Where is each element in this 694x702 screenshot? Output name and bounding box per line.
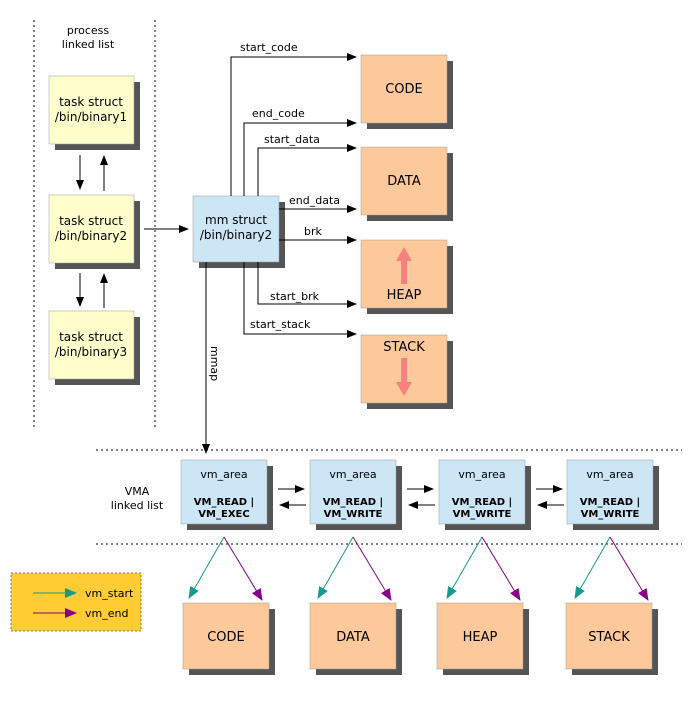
mm-struct-line2: /bin/binary2 — [200, 228, 272, 242]
mm-field-connectors: start_code end_code start_data end_data … — [202, 41, 357, 454]
task-struct-binary1-line1: task struct — [59, 95, 123, 109]
arrow-start-code — [230, 53, 357, 196]
segment-data-label: DATA — [387, 174, 421, 189]
task-struct-binary1-line2: /bin/binary1 — [55, 110, 127, 124]
task-struct-binary2-line2: /bin/binary2 — [55, 229, 127, 243]
vm-area-3[interactable]: vm_area VM_READ | VM_WRITE — [438, 459, 531, 530]
vm-area-4-flag2: VM_WRITE — [581, 509, 640, 520]
vm-area-3-flag1: VM_READ | — [452, 497, 512, 508]
segment-stack-label: STACK — [383, 340, 425, 355]
label-end-code: end_code — [252, 107, 305, 120]
vm-area-2-flag1: VM_READ | — [323, 497, 383, 508]
legend-vm-start-label: vm_start — [85, 587, 134, 600]
vm-start-arrow-4 — [574, 536, 611, 599]
label-start-data: start_data — [264, 133, 320, 146]
segment-heap[interactable]: HEAP — [360, 239, 453, 314]
label-mmap: mmap — [208, 346, 221, 381]
segment-data[interactable]: DATA — [360, 146, 453, 221]
vm-area-4-label: vm_area — [586, 468, 633, 481]
arrow-start-data — [257, 144, 357, 196]
task-struct-binary3[interactable]: task struct /bin/binary3 — [48, 310, 140, 385]
vma-list-title-line1: VMA — [125, 485, 150, 498]
vm-area-1-flag2: VM_EXEC — [198, 509, 249, 520]
vm-start-arrow-3 — [446, 536, 483, 599]
vm-area-2-label: vm_area — [329, 468, 376, 481]
process-list-title-line2: linked list — [62, 38, 115, 51]
vm-range-arrows — [188, 536, 649, 601]
task-struct-binary1[interactable]: task struct /bin/binary1 — [48, 75, 140, 150]
arrow-end-code — [243, 119, 357, 196]
bottom-segment-stack[interactable]: STACK — [565, 602, 658, 675]
vm-end-arrow-4 — [609, 536, 649, 601]
label-brk: brk — [304, 225, 323, 238]
vm-end-arrow-3 — [481, 536, 521, 601]
segment-stack[interactable]: STACK — [360, 334, 453, 409]
mm-struct-box[interactable]: mm struct /bin/binary2 — [192, 195, 285, 268]
vm-area-1-label: vm_area — [200, 468, 247, 481]
bottom-segment-heap-label: HEAP — [463, 630, 498, 645]
vm-area-3-flag2: VM_WRITE — [453, 509, 512, 520]
vm-area-1-flag1: VM_READ | — [194, 497, 254, 508]
vm-area-4-flag1: VM_READ | — [580, 497, 640, 508]
vm-area-1[interactable]: vm_area VM_READ | VM_EXEC — [180, 459, 273, 530]
vm-end-arrow-2 — [352, 536, 392, 601]
label-end-data: end_data — [289, 194, 340, 207]
vm-start-arrow-2 — [317, 536, 354, 599]
task-struct-binary2[interactable]: task struct /bin/binary2 — [48, 194, 140, 269]
label-start-code: start_code — [240, 41, 298, 54]
bottom-segment-stack-label: STACK — [588, 630, 630, 645]
bottom-segment-data-label: DATA — [336, 630, 370, 645]
heap-grow-up-arrow-icon — [396, 247, 412, 284]
segment-heap-label: HEAP — [387, 288, 422, 303]
vm-end-arrow-1 — [223, 536, 263, 601]
legend-vm-end-label: vm_end — [85, 607, 128, 620]
process-list-title-line1: process — [67, 24, 110, 37]
bottom-segment-heap[interactable]: HEAP — [436, 602, 529, 675]
segment-code[interactable]: CODE — [360, 54, 453, 129]
label-start-stack: start_stack — [250, 318, 311, 331]
vm-area-2[interactable]: vm_area VM_READ | VM_WRITE — [309, 459, 402, 530]
segment-code-label: CODE — [385, 82, 423, 97]
task-struct-binary3-line1: task struct — [59, 330, 123, 344]
mm-struct-line1: mm struct — [205, 213, 267, 227]
bottom-segment-code[interactable]: CODE — [182, 602, 275, 675]
task-struct-binary3-line2: /bin/binary3 — [55, 345, 127, 359]
vm-area-3-label: vm_area — [458, 468, 505, 481]
vm-area-2-flag2: VM_WRITE — [324, 509, 383, 520]
arrow-start-brk — [257, 262, 357, 308]
legend: vm_start vm_end — [10, 572, 142, 632]
label-start-brk: start_brk — [270, 290, 320, 303]
task-struct-binary2-line1: task struct — [59, 214, 123, 228]
stack-grow-down-arrow-icon — [396, 358, 412, 396]
process-list: process linked list task struct /bin/bin… — [33, 20, 156, 428]
arrow-start-stack — [243, 262, 357, 338]
bottom-segment-data[interactable]: DATA — [309, 602, 402, 675]
vm-start-arrow-1 — [188, 536, 225, 599]
legend-box — [10, 572, 142, 632]
bottom-segment-code-label: CODE — [207, 630, 245, 645]
vm-area-4[interactable]: vm_area VM_READ | VM_WRITE — [566, 459, 659, 530]
vma-list-title-line2: linked list — [111, 499, 164, 512]
